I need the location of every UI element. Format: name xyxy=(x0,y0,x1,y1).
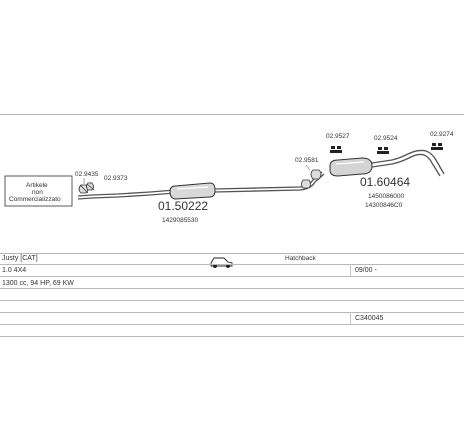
vehicle-model: Justy [CAT] xyxy=(2,255,38,262)
rule-2 xyxy=(0,264,464,265)
rear-silencer xyxy=(329,157,373,177)
clamp-02-9581-b xyxy=(301,179,311,189)
hanger-02-9274 xyxy=(431,143,443,150)
part-code-front-clamp-2[interactable]: 02.9373 xyxy=(104,175,128,182)
vehicle-date: 09/00 - xyxy=(355,267,377,274)
oem-rear-silencer-1: 1450086000 xyxy=(368,193,405,200)
leader-lines xyxy=(83,164,311,184)
rule-1 xyxy=(0,253,464,254)
hanger-02-9527 xyxy=(330,146,342,153)
not-marketed-box xyxy=(4,175,73,207)
vehicle-spec: 1300 cc, 94 HP, 69 KW xyxy=(2,280,74,287)
label-box-line3: Commercializzato xyxy=(9,196,61,203)
part-code-middle-silencer[interactable]: 01.50222 xyxy=(158,199,209,213)
part-code-hanger-1[interactable]: 02.9527 xyxy=(326,133,350,140)
part-code-mid-clamp[interactable]: 02.9581 xyxy=(295,157,319,164)
rule-8 xyxy=(0,336,464,337)
rule-6 xyxy=(0,312,464,313)
label-box-line2: non xyxy=(32,189,43,196)
car-icon xyxy=(210,257,233,268)
oem-rear-silencer-2: 14300846C0 xyxy=(365,202,403,209)
rule-5 xyxy=(0,300,464,301)
catalog-code: C340045 xyxy=(355,315,384,322)
vehicle-engine: 1.0 4X4 xyxy=(2,267,27,274)
clamp-02-9581 xyxy=(310,169,322,180)
label-box-line1: Artikele xyxy=(26,182,48,189)
middle-silencer xyxy=(169,182,216,200)
rule-top xyxy=(0,114,464,115)
part-code-front-clamp-1[interactable]: 02.9435 xyxy=(75,171,99,178)
col-divider xyxy=(350,264,351,276)
oem-middle-silencer: 1429085530 xyxy=(162,217,199,224)
tail-pipe xyxy=(371,149,445,177)
front-pipe xyxy=(77,189,176,200)
part-code-rear-silencer[interactable]: 01.60464 xyxy=(360,175,411,189)
rule-7 xyxy=(0,324,464,325)
rule-3 xyxy=(0,276,464,277)
vehicle-body-type: Hatchback xyxy=(285,255,316,262)
clamp-02-9373 xyxy=(86,182,95,191)
part-code-hanger-3[interactable]: 02.9274 xyxy=(430,131,454,138)
col-divider-2 xyxy=(350,312,351,324)
rule-4 xyxy=(0,288,464,289)
part-code-hanger-2[interactable]: 02.9524 xyxy=(374,135,398,142)
hanger-02-9524 xyxy=(377,147,389,154)
